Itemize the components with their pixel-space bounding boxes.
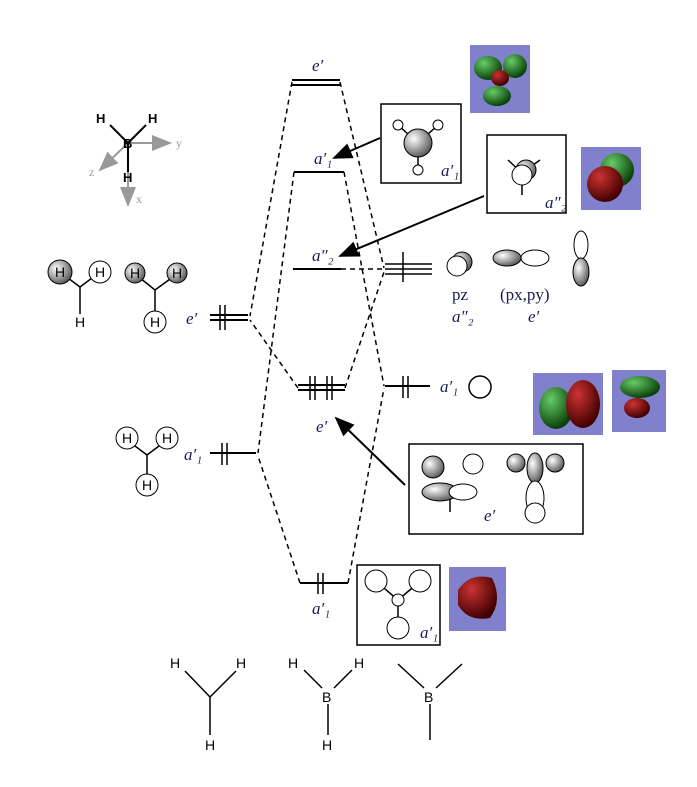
atom-h: H	[322, 737, 332, 753]
mo-e-bonding: e′	[298, 376, 345, 436]
atom-h: H	[172, 265, 182, 281]
atom-h: H	[122, 430, 132, 446]
mo-e-top: e′	[292, 56, 340, 86]
boron-s-level: a′₁	[385, 375, 492, 399]
atom-h: H	[354, 655, 364, 671]
px-orbital-icon	[492, 249, 550, 267]
box-a1-bonding: a′₁	[356, 564, 441, 646]
ligand-a1-level: a′₁	[184, 443, 256, 465]
pxpy-sym-label: e′	[528, 307, 540, 326]
box-a2: a″₂	[486, 134, 567, 214]
atom-h: H	[236, 655, 246, 671]
atom-b: B	[424, 689, 433, 705]
ligand-e-level: e′	[186, 305, 248, 330]
ligand-a1-orbital: H H H	[115, 426, 179, 497]
mo-a1-bonding-label: a′₁	[312, 599, 330, 618]
mo-e-bonding-label: e′	[316, 417, 328, 436]
arrow-a1-antibonding	[332, 137, 381, 159]
atom-h: H	[288, 655, 298, 671]
ligand-a1-label: a′₁	[184, 445, 202, 464]
pz-sym-label: a″₂	[452, 307, 474, 326]
ligand-e-orbital-2: H H H	[124, 262, 188, 334]
orbital-render-e-top	[470, 45, 530, 113]
mo-a2-label: a″₂	[312, 246, 334, 265]
box-a1-bonding-label: a′₁	[420, 623, 438, 642]
h3-fragment: H H H	[170, 655, 246, 753]
axis-z-label: z	[89, 165, 94, 179]
axis-x-label: x	[136, 192, 142, 206]
orbital-render-e-bonding-1	[533, 373, 603, 435]
atom-h: H	[55, 264, 65, 280]
mo-a1-antibonding-label: a′₁	[314, 149, 332, 168]
ligand-e-label: e′	[186, 309, 198, 328]
atom-h: H	[205, 737, 215, 753]
axis-y-label: y	[176, 136, 182, 150]
boron-fragment: B	[397, 663, 463, 740]
atom-b: B	[123, 136, 132, 151]
bh3-axes-molecule: H H B H y z x	[89, 111, 182, 207]
atom-b: B	[322, 689, 331, 705]
atom-h: H	[162, 430, 172, 446]
box-e-bonding: e′	[408, 443, 584, 535]
bh3-molecule: H H B H	[288, 655, 364, 753]
mo-a2: a″₂	[293, 246, 341, 270]
s-orbital-icon	[468, 375, 492, 399]
atom-h: H	[148, 111, 157, 126]
mo-a1-antibonding: a′₁	[294, 149, 344, 173]
atom-h: H	[123, 170, 132, 185]
ligand-e-orbital-1: H H H	[47, 259, 112, 330]
box-a1-antibonding: a′₁	[380, 103, 462, 184]
arrow-a2	[338, 195, 485, 257]
py-orbital-icon	[572, 230, 590, 287]
atom-h: H	[150, 314, 160, 330]
pz-orbital-icon	[446, 251, 473, 277]
correlation-lines	[249, 81, 385, 584]
atom-h: H	[96, 111, 105, 126]
box-a2-label: a″₂	[545, 193, 567, 212]
orbital-render-e-bonding-2	[612, 370, 666, 432]
orbital-render-a2	[581, 147, 641, 210]
s-sym-label: a′₁	[440, 377, 458, 396]
box-a1-antibonding-label: a′₁	[441, 161, 459, 180]
mo-e-top-label: e′	[312, 56, 324, 75]
mo-a1-bonding: a′₁	[300, 573, 348, 618]
atom-h: H	[95, 264, 105, 280]
arrow-e-bonding	[334, 416, 406, 486]
box-e-bonding-label: e′	[484, 506, 496, 525]
pxpy-label: (px,py)	[500, 285, 550, 304]
atom-h: H	[75, 314, 85, 330]
atom-h: H	[170, 655, 180, 671]
pz-label: pz	[452, 285, 469, 304]
boron-p-levels: pz a″₂ (px,py) e′	[385, 230, 590, 326]
orbital-render-a1-bonding	[449, 567, 506, 631]
atom-h: H	[130, 265, 140, 281]
atom-h: H	[142, 477, 152, 493]
